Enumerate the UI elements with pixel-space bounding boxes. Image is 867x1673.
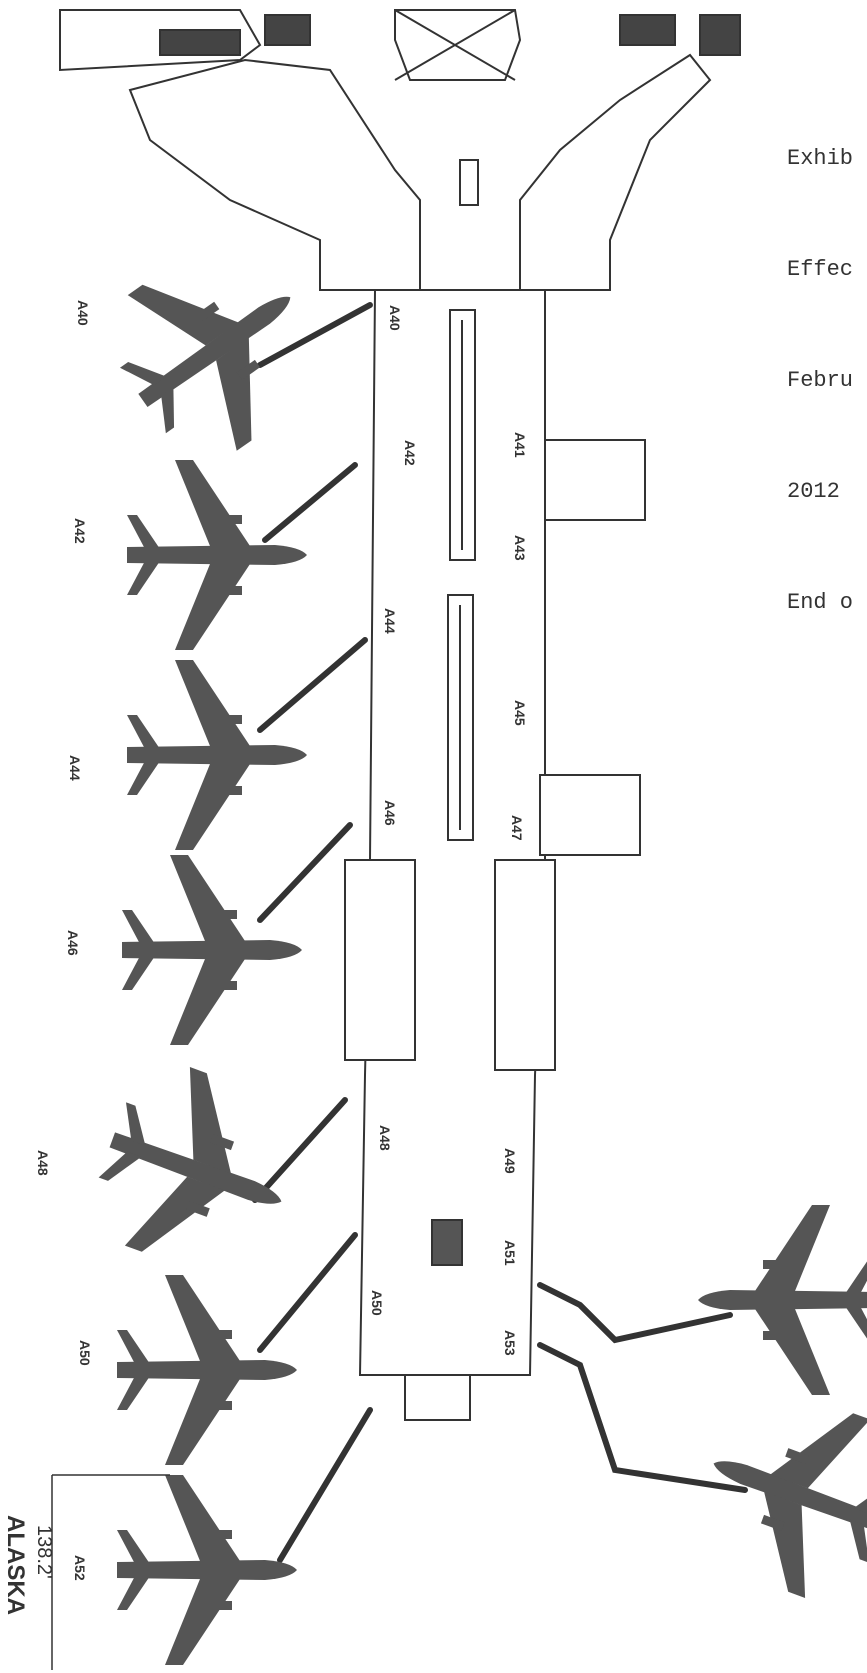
gate-label: A44: [382, 608, 398, 634]
apron-label: A48: [35, 1150, 51, 1176]
gate-label: A40: [387, 305, 403, 331]
apron-label: A52: [72, 1555, 88, 1581]
exhibit-note: Exhib Effec Febru 2012 End o: [787, 66, 853, 658]
apron-label: A42: [72, 518, 88, 544]
exhibit-line: Febru: [787, 368, 854, 393]
gate-labels-left: A40 A42 A44 A46 A48 A50: [369, 305, 418, 1316]
gate-label: A41: [512, 432, 528, 458]
exhibit-line: Effec: [787, 257, 854, 282]
dimension-value: 138.2': [33, 1525, 55, 1579]
airline-label: ALASKA: [2, 1515, 29, 1615]
gate-label: A47: [509, 815, 525, 841]
gate-labels-right: A41 A43 A45 A47 A49 A51 A53: [502, 432, 528, 1356]
apron-label: A40: [75, 300, 91, 326]
dimension-marker: [51, 1474, 170, 1670]
gate-label: A48: [377, 1125, 393, 1151]
apron-labels: A40 A42 A44 A46 A48 A50 A52: [35, 300, 93, 1581]
gate-label: A49: [502, 1148, 518, 1174]
gate-label: A53: [502, 1330, 518, 1356]
gate-label: A42: [402, 440, 418, 466]
exhibit-line: Exhib: [787, 146, 854, 171]
gate-label: A51: [502, 1240, 518, 1266]
exhibit-line: End o: [787, 590, 854, 615]
gate-label: A45: [512, 700, 528, 726]
apron-label: A50: [77, 1340, 93, 1366]
terminal-core-buildings: [59, 9, 741, 291]
gate-label: A50: [369, 1290, 385, 1316]
jet-bridges: [252, 302, 748, 1563]
gate-label: A46: [382, 800, 398, 826]
concourse: [344, 289, 646, 1421]
gate-label: A43: [512, 535, 528, 561]
apron-label: A44: [67, 755, 83, 781]
apron-label: A46: [65, 930, 81, 956]
exhibit-line: 2012: [787, 479, 840, 504]
